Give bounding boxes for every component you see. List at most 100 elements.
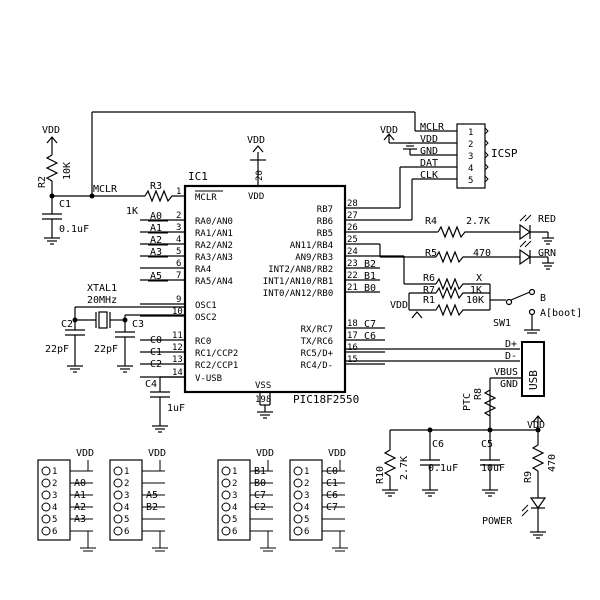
ic-pin-label: RB6 bbox=[317, 217, 333, 227]
header-pin-num: 3 bbox=[232, 491, 237, 501]
net-label: A1 bbox=[74, 490, 86, 501]
usb-label: USB bbox=[527, 370, 540, 390]
icsp-pin-num: 2 bbox=[468, 140, 473, 150]
mclr-vdd-label: VDD bbox=[42, 125, 60, 136]
r1-label: R1 bbox=[423, 295, 435, 306]
header-pin-num: 3 bbox=[304, 491, 309, 501]
ic-pin-label: INT0/AN12/RB0 bbox=[263, 289, 333, 299]
ic-body bbox=[183, 184, 347, 394]
ic-pin-num: 10 bbox=[172, 307, 183, 317]
usb-gnd: GND bbox=[500, 379, 518, 390]
header-pin-num: 6 bbox=[124, 527, 129, 537]
r7-label: R7 bbox=[423, 285, 435, 296]
ic-vss-pin-19: 19 bbox=[255, 395, 266, 405]
net-label: B0 bbox=[364, 283, 376, 294]
c5-value: 10uF bbox=[481, 463, 505, 474]
c6-value: 0.1uF bbox=[428, 463, 458, 474]
ic-pin-num: 1 bbox=[176, 187, 181, 197]
net-label: A0 bbox=[74, 478, 86, 489]
ic-pin-label: RC5/D+ bbox=[301, 349, 334, 359]
c2-value: 22pF bbox=[45, 344, 69, 355]
r4-label: R4 bbox=[425, 216, 437, 227]
net-label: C1 bbox=[150, 347, 162, 358]
net-label: B0 bbox=[254, 478, 266, 489]
header-pin-num: 3 bbox=[124, 491, 129, 501]
r8-label: R8 bbox=[473, 388, 484, 400]
ic-pin-num: 11 bbox=[172, 331, 183, 341]
ic-pin-label: RA3/AN3 bbox=[195, 253, 233, 263]
icsp-pin-num: 3 bbox=[468, 152, 473, 162]
net-label: A5 bbox=[150, 271, 162, 282]
header-pin-num: 5 bbox=[52, 515, 57, 525]
icsp-pin-num: 4 bbox=[468, 164, 473, 174]
ic-pin-num: 4 bbox=[176, 235, 181, 245]
ic-name: IC1 bbox=[188, 170, 208, 183]
ic-pin-label: AN9/RB3 bbox=[295, 253, 333, 263]
header-pin-num: 1 bbox=[304, 467, 309, 477]
net-label: C1 bbox=[326, 478, 338, 489]
switch-b-label: B bbox=[540, 293, 546, 304]
ic-pin-num: 12 bbox=[172, 343, 183, 353]
ic-pin-label: INT2/AN8/RB2 bbox=[268, 265, 333, 275]
ptc-label: PTC bbox=[462, 393, 473, 411]
net-label: A3 bbox=[74, 514, 86, 525]
net-label: C7 bbox=[254, 490, 266, 501]
header-pin-num: 2 bbox=[52, 479, 57, 489]
net-label: B1 bbox=[254, 466, 266, 477]
net-label: B1 bbox=[364, 271, 376, 282]
ic-pin-label: TX/RC6 bbox=[301, 337, 334, 347]
header-pin-num: 1 bbox=[232, 467, 237, 477]
net-label: A1 bbox=[150, 223, 162, 234]
icsp-pin-num: 1 bbox=[468, 128, 473, 138]
ic-pin-num: 6 bbox=[176, 259, 181, 269]
r4-value: 2.7K bbox=[466, 216, 490, 227]
c2-label: C2 bbox=[61, 319, 73, 330]
header-pin-num: 4 bbox=[52, 503, 57, 513]
ic-pin-num: 5 bbox=[176, 247, 181, 257]
ic-pin-num: 9 bbox=[176, 295, 181, 305]
c1-value: 0.1uF bbox=[59, 224, 89, 235]
ic-pin-label: V-USB bbox=[195, 374, 222, 384]
ic-part: PIC18F2550 bbox=[293, 393, 359, 406]
ic-pin-num: 28 bbox=[347, 199, 358, 209]
header-pin-num: 5 bbox=[232, 515, 237, 525]
header-pin-num: 1 bbox=[52, 467, 57, 477]
header-pin-num: 4 bbox=[124, 503, 129, 513]
header-pin-num: 4 bbox=[304, 503, 309, 513]
ic-pin-label: RA4 bbox=[195, 265, 211, 275]
header-vdd-label: VDD bbox=[328, 448, 346, 459]
r5-label: R5 bbox=[425, 248, 437, 259]
ic-pin-label: RB5 bbox=[317, 229, 333, 239]
ic-pin-label: OSC2 bbox=[195, 313, 217, 323]
power-vdd-label: VDD bbox=[527, 420, 545, 431]
c3-label: C3 bbox=[132, 319, 144, 330]
c3-value: 22pF bbox=[94, 344, 118, 355]
c4-value: 1uF bbox=[167, 403, 185, 414]
icsp-pin-label: VDD bbox=[420, 134, 438, 145]
r5-value: 470 bbox=[473, 248, 491, 259]
ic-pin-label: RA0/AN0 bbox=[195, 217, 233, 227]
xtal-name: XTAL1 bbox=[87, 283, 117, 294]
header-pin-num: 2 bbox=[232, 479, 237, 489]
ic-pin-label: OSC1 bbox=[195, 301, 217, 311]
ic-pin-num: 7 bbox=[176, 271, 181, 281]
ic-pin-label: RC2/CCP1 bbox=[195, 361, 238, 371]
net-label: C0 bbox=[326, 466, 338, 477]
ic-vdd-pin: 20 bbox=[255, 170, 265, 181]
icsp-vdd-label: VDD bbox=[380, 125, 398, 136]
ic-pin-label: RA1/AN1 bbox=[195, 229, 233, 239]
r3-value: 1K bbox=[126, 206, 138, 217]
r1-value: 10K bbox=[466, 295, 484, 306]
header-pin-num: 6 bbox=[232, 527, 237, 537]
usb-dplus: D+ bbox=[505, 339, 517, 350]
net-label: A2 bbox=[150, 235, 162, 246]
ic-pin-label: AN11/RB4 bbox=[290, 241, 333, 251]
r3-label: R3 bbox=[150, 181, 162, 192]
ic-pin-label: MCLR bbox=[195, 193, 217, 203]
net-label: C2 bbox=[150, 359, 162, 370]
ic-pin-label: RC1/CCP2 bbox=[195, 349, 238, 359]
ic-pin-num: 15 bbox=[347, 355, 358, 365]
ic-pin-label: INT1/AN10/RB1 bbox=[263, 277, 333, 287]
